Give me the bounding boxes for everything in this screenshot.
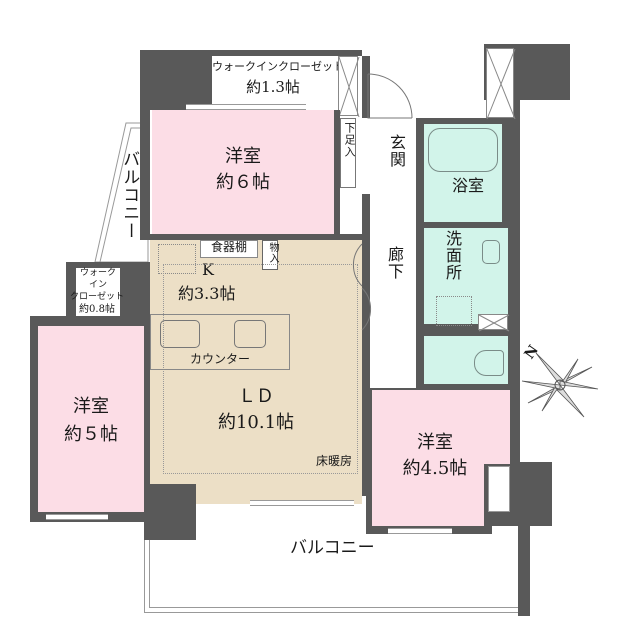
western-45-name: 洋室 <box>417 432 453 453</box>
kitchen-counter <box>150 314 290 370</box>
wic-left-line2: イン <box>88 280 107 290</box>
closet-western-45 <box>488 466 510 512</box>
window-ld-bottom <box>250 500 354 506</box>
western-6-name: 洋室 <box>225 146 261 167</box>
bathtub-icon <box>428 128 498 172</box>
washer-pan <box>436 296 472 326</box>
room-corridor <box>370 194 416 388</box>
counter-label: カウンター <box>189 352 250 366</box>
room-ld-lower <box>196 484 362 504</box>
western-45-size: 約4.5帖 <box>402 458 468 479</box>
door-entrance-icon[interactable] <box>367 73 418 124</box>
ld-name: ＬＤ <box>238 386 274 407</box>
wic-left <box>76 268 120 316</box>
wic-left-size: 約0.8帖 <box>79 304 115 315</box>
wall-top-left-mass <box>140 50 212 110</box>
window-western45-bottom <box>388 528 452 534</box>
door-ld-icon[interactable] <box>330 243 372 334</box>
sink-icon <box>482 240 500 264</box>
closet-x-washroom <box>478 314 510 332</box>
room-western-6 <box>152 110 334 234</box>
closet-x-top <box>338 56 360 118</box>
wall-top-band <box>140 50 362 56</box>
room-western-5 <box>38 326 144 512</box>
western-6-size: 約６帖 <box>216 172 270 193</box>
stove-icon <box>234 320 266 348</box>
storage-label: 物入 <box>267 242 278 264</box>
genkan-label: 玄関 <box>387 134 406 168</box>
floor-heating-label: 床暖房 <box>316 454 353 468</box>
shoe-box-label: 下足入 <box>343 122 356 158</box>
window-western6 <box>186 104 306 110</box>
wall-western6-right <box>334 110 340 234</box>
wall-left-western6 <box>140 100 150 240</box>
wic-top <box>212 56 334 102</box>
wall-bottom-left-mass <box>144 484 196 540</box>
toilet-icon <box>474 350 504 376</box>
corridor-label: 廊下 <box>385 246 404 280</box>
washroom-label: 洗面所 <box>443 230 462 281</box>
wall-right-bottom-stub <box>518 520 530 616</box>
balcony-left-label: バルコニー <box>119 150 140 240</box>
balcony-bottom-label: バルコニー <box>290 538 375 558</box>
kitchen-size: 約3.3帖 <box>178 284 236 303</box>
western-5-name: 洋室 <box>73 396 109 417</box>
bath-label: 浴室 <box>452 176 485 195</box>
fridge-space <box>158 244 196 274</box>
window-western5-bottom <box>46 514 108 520</box>
kitchen-name: K <box>202 260 214 279</box>
wic-left-line1: ウォーク <box>79 268 116 278</box>
wall-western6-bottom <box>150 234 370 240</box>
room-washroom <box>424 228 508 324</box>
wic-top-size: 約1.3帖 <box>246 78 300 96</box>
storage <box>262 240 278 270</box>
cupboard <box>200 240 258 258</box>
cupboard-label: 食器棚 <box>210 240 247 254</box>
kitchen-sink-icon <box>160 320 200 348</box>
room-western-4-5-ext <box>372 390 510 464</box>
ld-size: 約10.1帖 <box>217 412 295 433</box>
closet-x-top-right <box>486 48 516 120</box>
western-5-size: 約５帖 <box>64 424 118 445</box>
wall-center-column <box>362 56 370 496</box>
wic-left-line3: クローゼット <box>70 292 125 302</box>
compass-icon <box>521 352 599 418</box>
shoe-box <box>340 118 356 188</box>
room-ldk <box>150 240 362 484</box>
room-bath <box>424 124 502 222</box>
wic-top-name: ウォークインクローゼット <box>212 60 344 73</box>
